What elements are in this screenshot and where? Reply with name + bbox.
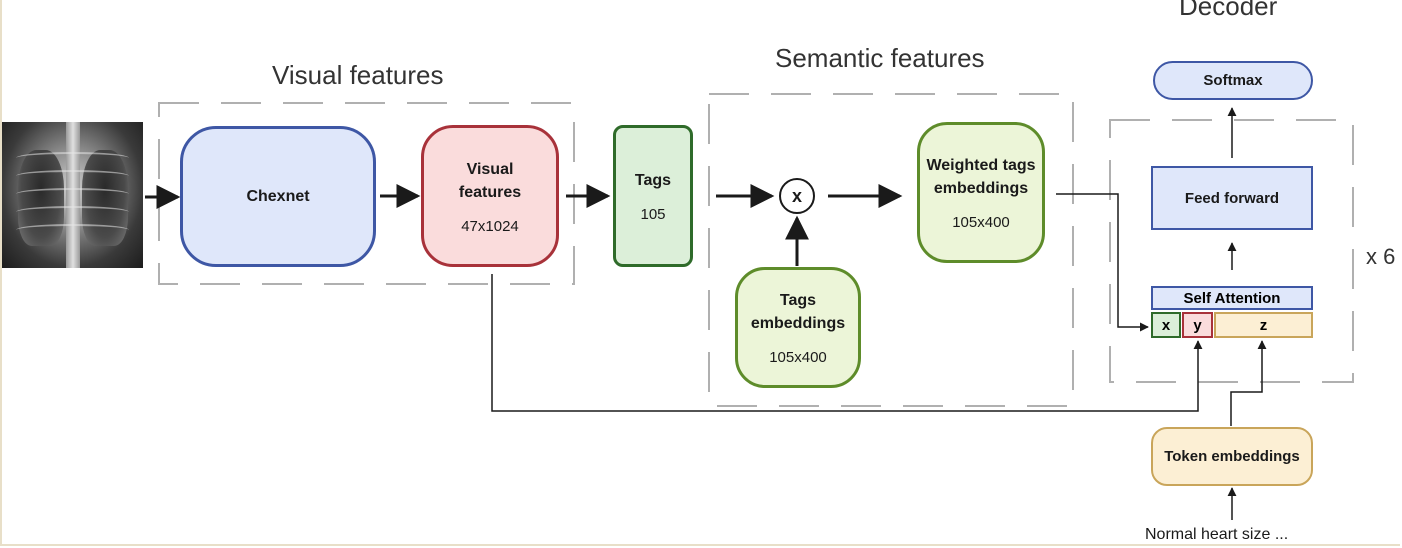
softmax-node: Softmax (1153, 61, 1313, 100)
visual-features-group (158, 102, 575, 285)
weighted-tags-embeddings-dims: 105x400 (952, 214, 1010, 231)
repeat-count: x 6 (1366, 244, 1396, 269)
input-sentence: Normal heart size ... (1145, 526, 1289, 543)
connector-token-to-z (1230, 340, 1267, 426)
tags-dims: 105 (640, 206, 666, 223)
token-embeddings-label: Token embeddings (1164, 448, 1300, 465)
semantic-features-title: Semantic features (775, 43, 985, 73)
tags-node: Tags 105 (613, 125, 693, 267)
multiply-label: x (791, 185, 802, 206)
decoder-group (1109, 119, 1354, 383)
self-attention-node: Self Attention (1151, 286, 1313, 310)
visual-features-title: Visual features (272, 60, 444, 90)
tags-embeddings-dims: 105x400 (769, 349, 827, 366)
feed-forward-node: Feed forward (1151, 166, 1313, 230)
input-y-cell: y (1182, 312, 1213, 338)
input-z-cell: z (1214, 312, 1313, 338)
feed-forward-label: Feed forward (1184, 189, 1280, 207)
connector-visual-to-y (491, 274, 1203, 412)
semantic-features-group (708, 93, 1074, 407)
tags-embeddings-label: Tags embeddings (750, 292, 846, 332)
chest-xray-image (2, 122, 143, 268)
weighted-tags-embeddings-node: Weighted tags embeddings 105x400 (917, 122, 1045, 263)
visual-features-node: Visual features 47x1024 (421, 125, 559, 267)
visual-features-dims: 47x1024 (461, 217, 519, 235)
chexnet-node: Chexnet (180, 126, 376, 267)
weighted-tags-embeddings-label: Weighted tags embeddings (926, 157, 1036, 197)
multiply-node-circle (779, 178, 815, 214)
token-embeddings-node: Token embeddings (1151, 427, 1313, 486)
chexnet-label: Chexnet (246, 188, 310, 205)
input-x-cell: x (1151, 312, 1181, 338)
tags-embeddings-node: Tags embeddings 105x400 (735, 267, 861, 388)
connector-weighted-to-x (1056, 193, 1149, 332)
softmax-label: Softmax (1203, 72, 1263, 89)
decoder-title: Decoder (1179, 0, 1278, 21)
visual-features-label: Visual features (458, 160, 522, 201)
tags-label: Tags (634, 172, 672, 189)
